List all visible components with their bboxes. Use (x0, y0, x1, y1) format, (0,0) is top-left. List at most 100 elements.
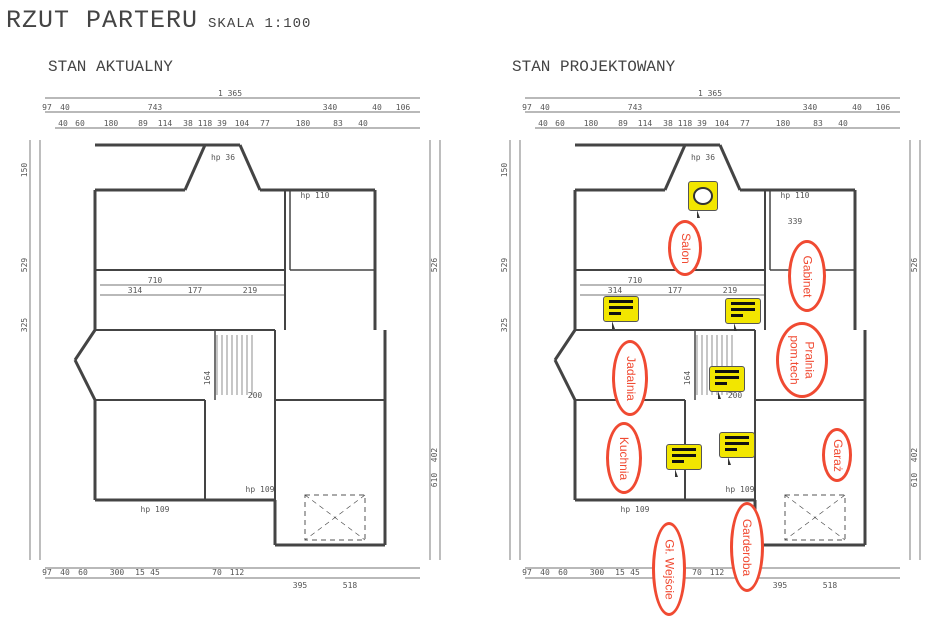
dimension-label: 180 (104, 119, 119, 128)
dimension-label: 150 (20, 163, 29, 178)
note-icon[interactable] (709, 366, 745, 399)
dimension-label: 45 (630, 568, 640, 577)
dimension-label: 45 (150, 568, 160, 577)
dimension-label: 83 (813, 119, 823, 128)
dimension-label: 219 (723, 286, 738, 295)
dimension-label: 83 (333, 119, 343, 128)
plan-line (73, 359, 97, 401)
dimension-label: 112 (710, 568, 725, 577)
dimension-label: 180 (584, 119, 599, 128)
dimension-label: 340 (323, 103, 338, 112)
room-label-jadalnia[interactable]: Jadalnia (612, 340, 648, 416)
dimension-label: 60 (558, 568, 568, 577)
room-label-kuchnia[interactable]: Kuchnia (606, 422, 642, 494)
dimension-label: hp 36 (211, 153, 235, 162)
dimension-label: 180 (296, 119, 311, 128)
dimension-label: 38 (663, 119, 673, 128)
dimension-label: 164 (683, 371, 692, 386)
room-label-gabinet[interactable]: Gabinet (788, 240, 826, 312)
dimension-label: 40 (60, 103, 70, 112)
plan-designed-title: STAN PROJEKTOWANY (512, 58, 676, 76)
dimension-label: 710 (628, 276, 643, 285)
dimension-label: 710 (148, 276, 163, 285)
dimension-label: 70 (692, 568, 702, 577)
dimension-label: 40 (58, 119, 68, 128)
room-label-garaz[interactable]: Garaż (822, 428, 852, 482)
dimension-label: 60 (555, 119, 565, 128)
dimension-label: 177 (668, 286, 683, 295)
dimension-label: 97 (522, 568, 532, 577)
dimension-label: 60 (75, 119, 85, 128)
dimension-label: 40 (60, 568, 70, 577)
plan-line (663, 144, 687, 191)
dimension-label: 40 (852, 103, 862, 112)
dimension-label: 118 (198, 119, 213, 128)
dimension-label: 200 (728, 391, 743, 400)
dimension-label: 339 (788, 217, 803, 226)
dimension-label: 106 (396, 103, 411, 112)
dimension-label: 340 (803, 103, 818, 112)
room-label-salon[interactable]: Salon (668, 220, 702, 276)
dimension-label: 325 (20, 318, 29, 333)
dimension-label: 325 (500, 318, 509, 333)
dimension-label: 1 365 (698, 89, 722, 98)
dimension-label: 104 (715, 119, 730, 128)
room-label-text: Salon (678, 232, 693, 264)
dimension-label: 180 (776, 119, 791, 128)
dimension-label: 77 (740, 119, 750, 128)
dimension-label: hp 109 (726, 485, 755, 494)
dimension-label: 200 (248, 391, 263, 400)
plan-line (553, 329, 577, 361)
dimension-label: hp 109 (141, 505, 170, 514)
dimension-label: 529 (500, 258, 509, 273)
room-label-glowne-wejscie[interactable]: Gł. Wejście (652, 522, 686, 616)
note-icon[interactable] (725, 298, 761, 331)
dimension-label: 526 (910, 258, 919, 273)
dimension-label: 743 (148, 103, 163, 112)
room-label-garderoba[interactable]: Garderoba (730, 502, 764, 592)
dimension-label: 70 (212, 568, 222, 577)
room-label-text: Jadalnia (623, 355, 638, 401)
dimension-label: 150 (500, 163, 509, 178)
dimension-label: 610 (910, 473, 919, 488)
dimension-label: 97 (42, 103, 52, 112)
comment-icon[interactable] (688, 181, 718, 218)
dimension-label: 118 (678, 119, 693, 128)
scale-text: SKALA 1:100 (208, 16, 312, 32)
dimension-label: 40 (538, 119, 548, 128)
dimension-label: 89 (138, 119, 148, 128)
dimension-label: 610 (430, 473, 439, 488)
dimension-label: 395 (293, 581, 308, 590)
dimension-label: 526 (430, 258, 439, 273)
dimension-label: 97 (522, 103, 532, 112)
note-icon[interactable] (603, 296, 639, 329)
dimension-label: 219 (243, 286, 258, 295)
room-label-text: Garaż (830, 438, 845, 472)
dimension-label: 60 (78, 568, 88, 577)
dimension-label: 40 (540, 103, 550, 112)
dimension-label: hp 36 (691, 153, 715, 162)
dimension-label: 40 (540, 568, 550, 577)
dimension-label: 15 (135, 568, 145, 577)
dimension-label: 402 (910, 448, 919, 463)
room-label-pralnia[interactable]: Pralnia pom.tech (776, 322, 828, 398)
dimension-label: 314 (128, 286, 143, 295)
dimension-label: 40 (372, 103, 382, 112)
plan-line (718, 144, 742, 191)
dimension-label: hp 109 (246, 485, 275, 494)
room-label-text: Gabinet (800, 254, 815, 298)
note-icon[interactable] (666, 444, 702, 477)
note-icon[interactable] (719, 432, 755, 465)
dimension-label: 114 (638, 119, 653, 128)
dimension-label: 40 (838, 119, 848, 128)
dimension-label: 112 (230, 568, 245, 577)
dimension-label: 39 (217, 119, 227, 128)
plan-line (304, 494, 366, 541)
garage-car-outline (784, 494, 846, 541)
dimension-label: 106 (876, 103, 891, 112)
dimension-label: 77 (260, 119, 270, 128)
dimension-label: 395 (773, 581, 788, 590)
